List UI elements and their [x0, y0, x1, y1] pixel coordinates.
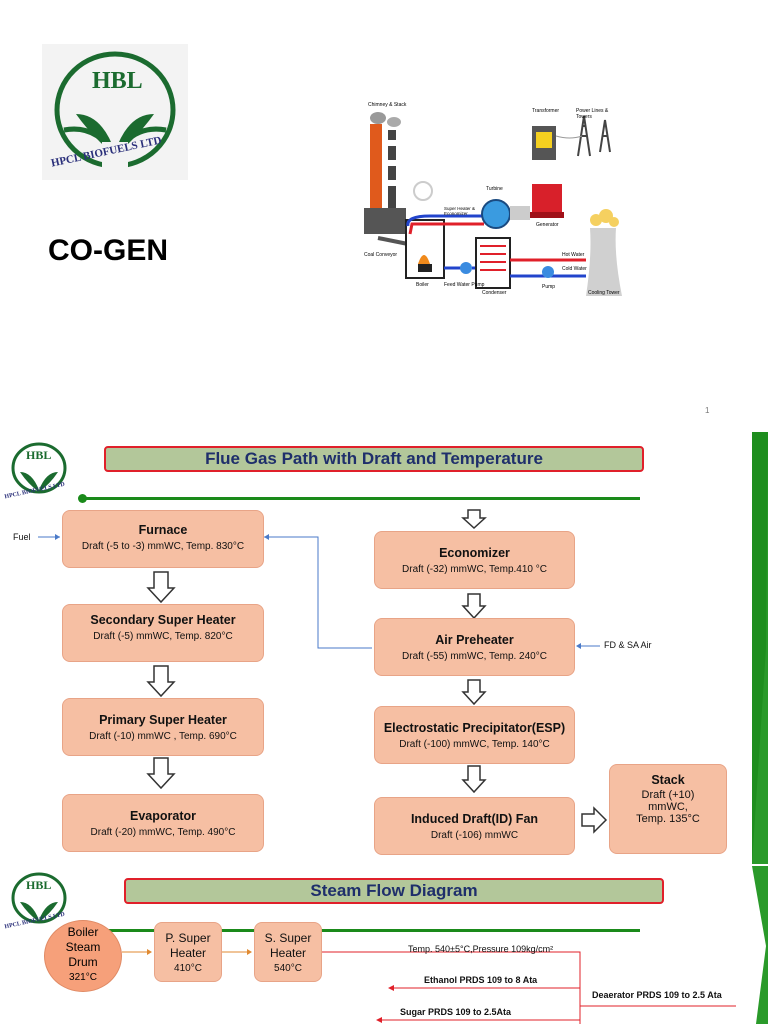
stack-detail-3: Temp. 135°C	[636, 813, 700, 825]
label-power-lines: Power Lines & Towers	[576, 108, 609, 120]
steam-psh-l3: 410°C	[174, 963, 202, 974]
ssh-detail: Draft (-5) mmWC, Temp. 820°C	[93, 631, 233, 642]
ssh-box: Secondary Super Heater Draft (-5) mmWC, …	[62, 604, 264, 662]
steam-psh-l2: Heater	[169, 946, 207, 960]
label-cold-water: Cold Water	[562, 266, 587, 272]
stack-title: Stack	[651, 773, 685, 787]
esp-title: Electrostatic Precipitator(ESP)	[383, 721, 566, 735]
label-condenser: Condenser	[482, 290, 507, 296]
sugar-prds-label: Sugar PRDS 109 to 2.5Ata	[400, 1007, 512, 1017]
furnace-title: Furnace	[138, 523, 188, 537]
evap-box: Evaporator Draft (-20) mmWC, Temp. 490°C	[62, 794, 264, 852]
furnace-detail: Draft (-5 to -3) mmWC, Temp. 830°C	[81, 541, 245, 552]
steam-ssh-l2: Heater	[269, 946, 307, 960]
fuel-label: Fuel	[13, 532, 31, 542]
evap-detail: Draft (-20) mmWC, Temp. 490°C	[90, 827, 236, 838]
drum-l1: Boiler	[67, 925, 99, 939]
cogen-diagram: Chimney & Stack Transformer Power Lines …	[360, 96, 622, 296]
flue-logo-text: HBL	[26, 448, 52, 462]
drum-l2: Steam	[65, 940, 101, 954]
label-superheater: Super Heater & Economizer	[444, 206, 476, 216]
psh-title: Primary Super Heater	[99, 713, 227, 727]
steam-green-line	[60, 929, 640, 932]
deaerator-prds-label: Deaerator PRDS 109 to 2.5 Ata	[592, 990, 722, 1000]
logo-text: HBL	[92, 68, 143, 94]
econ-title: Economizer	[439, 546, 510, 560]
steam-logo-text: HBL	[26, 878, 52, 892]
psh-detail: Draft (-10) mmWC , Temp. 690°C	[89, 731, 237, 742]
label-coal-conveyor: Coal Conveyor	[364, 252, 398, 258]
psh-box: Primary Super Heater Draft (-10) mmWC , …	[62, 698, 264, 756]
hbl-logo: HBL HPCL BIOFUELS LTD	[42, 44, 188, 180]
ssh-title: Secondary Super Heater	[90, 613, 236, 627]
label-generator: Generator	[536, 222, 559, 228]
page-number: 1	[705, 406, 710, 415]
ethanol-prds-label: Ethanol PRDS 109 to 8 Ata	[424, 975, 538, 985]
flue-title: Flue Gas Path with Draft and Temperature	[104, 446, 644, 472]
flue-logo: HBL HPCL BIOFUELS LTD	[4, 438, 74, 504]
flue-green-line	[82, 497, 640, 500]
steam-connectors	[122, 949, 736, 1024]
label-chimney: Chimney & Stack	[368, 102, 407, 108]
aph-box: Air Preheater Draft (-55) mmWC, Temp. 24…	[374, 618, 575, 676]
slide-title: CO-GEN	[48, 234, 168, 267]
stack-detail-1: Draft (+10)	[641, 789, 695, 801]
furnace-box: Furnace Draft (-5 to -3) mmWC, Temp. 830…	[62, 510, 264, 568]
stack-detail-2: mmWC,	[648, 801, 688, 813]
label-transformer: Transformer	[532, 108, 560, 114]
evap-title: Evaporator	[130, 809, 196, 823]
steam-psh-box: P. Super Heater 410°C	[154, 922, 222, 982]
label-hot-water: Hot Water	[562, 252, 585, 258]
label-pump: Pump	[542, 284, 556, 290]
drum-l4: 321°C	[69, 972, 97, 983]
idfan-box: Induced Draft(ID) Fan Draft (-106) mmWC	[374, 797, 575, 855]
steam-ssh-box: S. Super Heater 540°C	[254, 922, 322, 982]
steam-ssh-l3: 540°C	[274, 963, 302, 974]
label-cooling-tower: Cooling Tower	[588, 290, 620, 296]
steam-logo: HBL HPCL BIOFUELS LTD	[4, 868, 74, 934]
stack-box: Stack Draft (+10) mmWC, Temp. 135°C	[609, 764, 727, 854]
steam-psh-l1: P. Super	[165, 931, 211, 945]
drum-l3: Drum	[68, 955, 98, 969]
esp-detail: Draft (-100) mmWC, Temp. 140°C	[399, 739, 550, 750]
econ-detail: Draft (-32) mmWC, Temp.410 °C	[402, 564, 547, 575]
steam-ssh-l1: S. Super	[264, 931, 312, 945]
aph-title: Air Preheater	[435, 633, 514, 647]
flue-green-dot	[78, 494, 87, 503]
label-boiler: Boiler	[416, 282, 429, 288]
flue-connectors	[38, 509, 608, 834]
label-turbine: Turbine	[486, 186, 503, 192]
econ-box: Economizer Draft (-32) mmWC, Temp.410 °C	[374, 531, 575, 589]
label-feed-pump: Feed Water Pump	[444, 282, 485, 288]
fd-air-label: FD & SA Air	[604, 640, 652, 650]
steam-title: Steam Flow Diagram	[124, 878, 664, 904]
esp-box: Electrostatic Precipitator(ESP) Draft (-…	[374, 706, 575, 764]
idfan-detail: Draft (-106) mmWC	[430, 830, 519, 841]
idfan-title: Induced Draft(ID) Fan	[410, 812, 539, 826]
boiler-drum: Boiler Steam Drum 321°C	[44, 920, 122, 992]
flue-side-chevron	[752, 432, 768, 864]
temp-pressure-label: Temp. 540±5°C,Pressure 109kg/cm²	[408, 944, 554, 954]
aph-detail: Draft (-55) mmWC, Temp. 240°C	[402, 651, 547, 662]
steam-side-chevron	[752, 866, 768, 1024]
